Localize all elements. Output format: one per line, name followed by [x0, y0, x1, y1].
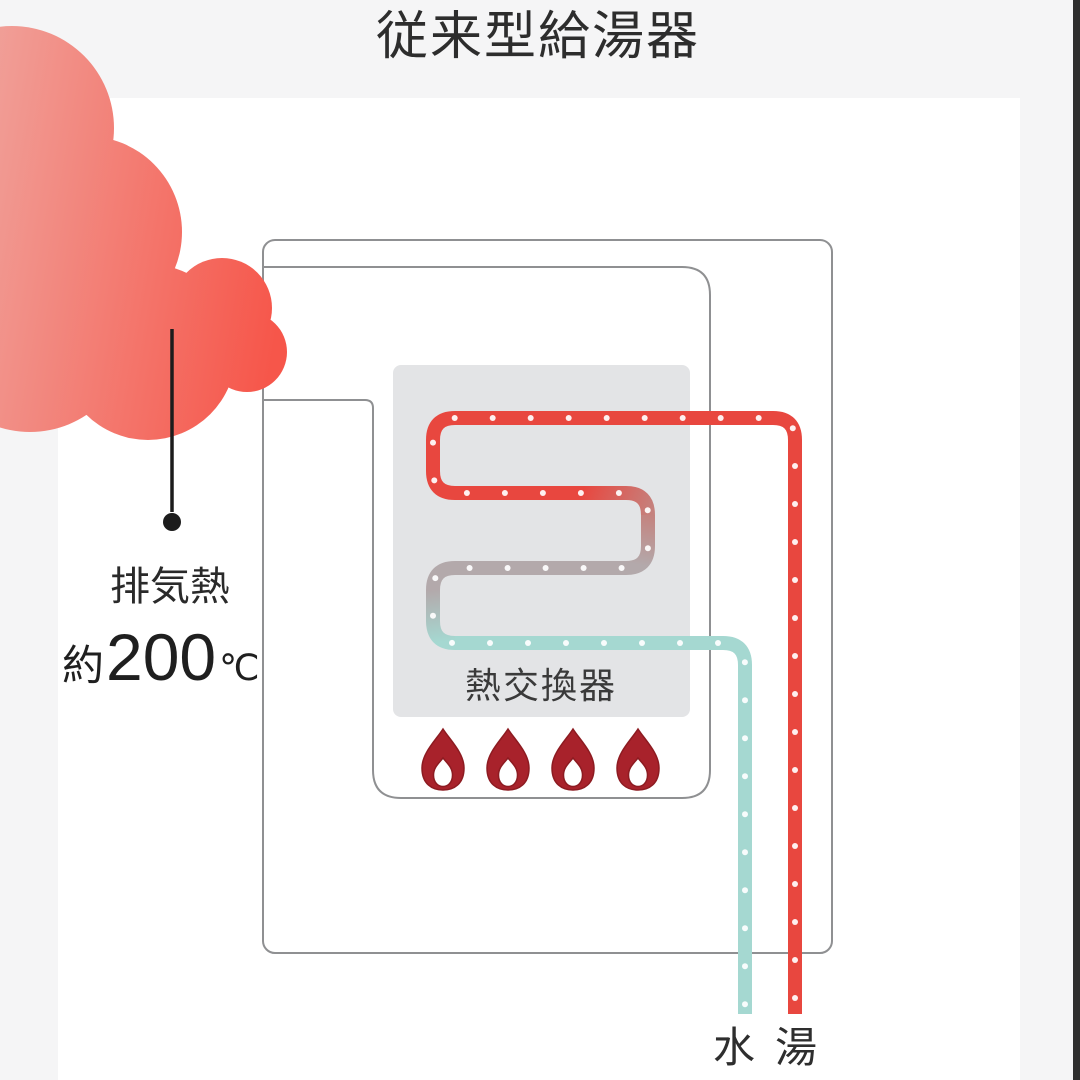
pipe-flow-dot	[501, 490, 508, 496]
pipe-flow-dot	[679, 415, 686, 421]
pipe-flow-dot	[742, 849, 748, 856]
pipe-flow-dot	[792, 767, 798, 773]
pipe-flow-dot	[792, 539, 798, 545]
pipe-flow-dot	[641, 415, 648, 421]
pipe-flow-dot	[792, 729, 798, 735]
pipe-flow-dot	[577, 490, 584, 496]
serpentine-pipe	[426, 411, 802, 1014]
pipe-flow-dot	[644, 507, 651, 514]
pipe-flow-dot	[451, 415, 458, 421]
pipe-flow-dot	[792, 995, 798, 1001]
pipe-flow-dot	[539, 490, 546, 496]
pipe-flow-dot	[644, 545, 651, 552]
pipe-flow-dot	[715, 640, 721, 646]
pipe-flow-dot	[504, 565, 511, 571]
pipe-flow-dot	[542, 565, 549, 571]
pipe-flow-dot	[677, 640, 683, 646]
hot-water-label: 湯	[775, 1024, 817, 1071]
pipe-flow-dot	[792, 957, 798, 963]
pipe-flow-dot	[742, 963, 748, 970]
exhaust-heat-label: 排気熱	[110, 565, 230, 609]
pipe-flow-dot	[639, 640, 645, 646]
pipe-flow-dot	[449, 639, 455, 646]
pipe-flow-dots	[430, 415, 798, 1008]
heat-exchanger-label: 熱交換器	[465, 665, 617, 706]
screen-right-edge	[1073, 0, 1080, 1080]
pipe-flow-dot	[742, 887, 748, 894]
exhaust-cloud-icon	[0, 26, 287, 440]
pipe-flow-dot	[742, 697, 748, 704]
pipe-flow-dot	[432, 575, 439, 582]
pipe-flow-dot	[755, 415, 762, 421]
pipe-flow-dot	[792, 577, 798, 583]
pipe-flow-dot	[603, 415, 610, 421]
pipe-flow-dot	[792, 463, 798, 469]
exhaust-pointer-dot	[163, 513, 181, 531]
cold-water-label: 水	[713, 1024, 755, 1071]
pipe-flow-dot	[792, 881, 798, 887]
pipe-flow-dot	[466, 565, 473, 571]
pipe-flow-dot	[789, 425, 796, 432]
temp-prefix: 約	[62, 642, 104, 689]
pipe-flow-dot	[792, 653, 798, 659]
pipe-flow-dot	[615, 490, 622, 496]
pipe-flow-dot	[430, 612, 436, 619]
pipe-flow-dot	[487, 640, 493, 646]
pipe-flow-dot	[463, 490, 470, 496]
pipe-flow-dot	[792, 805, 798, 811]
heater-outer-casing	[262, 239, 833, 954]
pipe-flow-dot	[742, 735, 748, 742]
pipe-neutral-segment	[426, 561, 626, 591]
pipe-flow-dot	[717, 415, 724, 421]
pipe-flow-dot	[565, 415, 572, 421]
pipe-flow-dot	[525, 640, 531, 646]
pipe-flow-dot	[742, 925, 748, 932]
pipe-flow-dot	[742, 811, 748, 818]
pipe-flow-dot	[742, 773, 748, 780]
pipe-flow-dot	[742, 1001, 748, 1008]
pipe-flow-dot	[618, 565, 625, 571]
pipe-flow-dot	[792, 919, 798, 925]
pipe-flow-dot	[792, 615, 798, 621]
pipe-flow-dot	[580, 565, 587, 571]
pipe-flow-dot	[430, 439, 436, 446]
pipe-flow-dot	[741, 659, 748, 666]
pipe-flow-dot	[563, 640, 569, 646]
pipe-flow-dot	[601, 640, 607, 646]
pipe-flow-dot	[792, 843, 798, 849]
combustion-chamber-outline	[263, 266, 711, 799]
temp-unit: ℃	[219, 647, 259, 688]
pipe-flow-dot	[792, 501, 798, 507]
exhaust-temperature: 約200℃	[62, 620, 260, 694]
pipe-flow-dot	[431, 477, 438, 484]
pipe-flow-dot	[489, 415, 496, 421]
pipe-flow-dot	[527, 415, 534, 421]
pipe-flow-dot	[792, 691, 798, 697]
hot-water-pipe	[426, 411, 802, 1014]
heat-exchanger-block	[393, 365, 690, 717]
page-title: 従来型給湯器	[376, 8, 700, 66]
temp-value: 200	[106, 620, 216, 694]
